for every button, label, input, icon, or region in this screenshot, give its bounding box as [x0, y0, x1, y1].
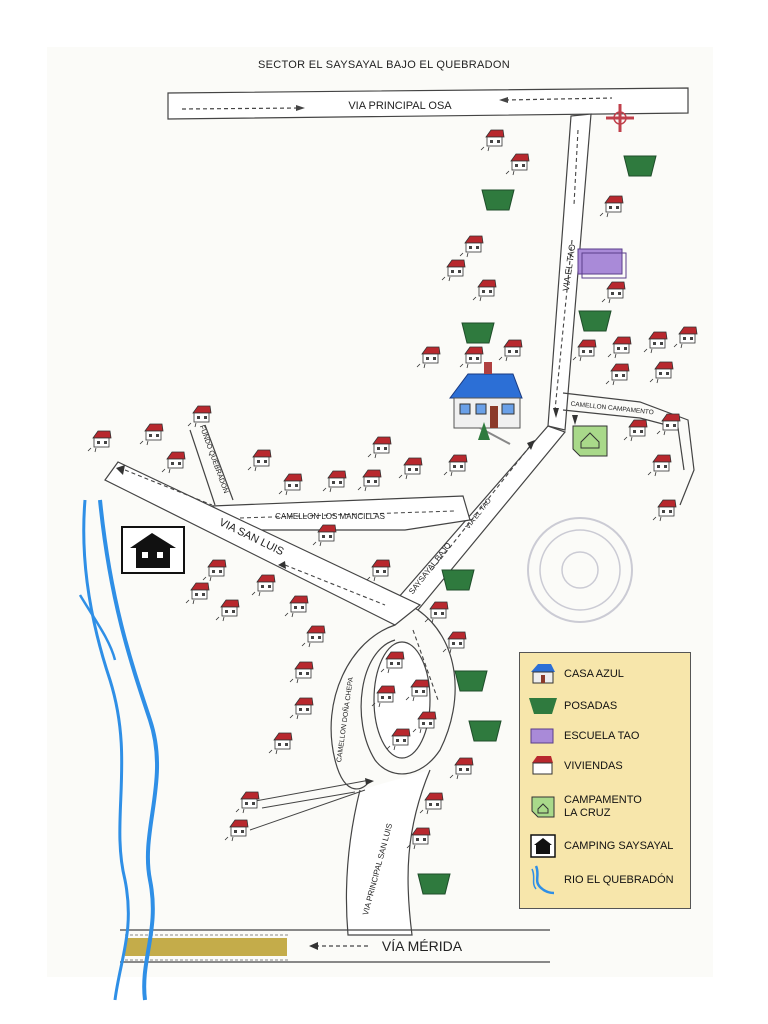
bridge: [125, 938, 287, 956]
house-icon: [498, 339, 523, 362]
legend: CASA AZUL POSADAS ESCUELA TAO VIVIENDAS …: [519, 652, 691, 909]
house-icon: [649, 361, 674, 384]
house-icon: [87, 430, 112, 453]
posada-icon: [623, 155, 657, 177]
legend-campamento-line1: CAMPAMENTO: [564, 794, 642, 806]
house-icon: [572, 339, 597, 362]
legend-camping: CAMPING SAYSAYAL: [564, 839, 674, 852]
posada-icon: [441, 569, 475, 591]
legend-row-casa-azul: CASA AZUL: [528, 659, 624, 689]
legend-row-rio: RIO EL QUEBRADÓN: [528, 865, 674, 895]
posada-icon: [481, 189, 515, 211]
legend-casa-azul: CASA AZUL: [564, 667, 624, 680]
house-icon: [623, 419, 648, 442]
campamento-icon: [572, 425, 608, 457]
river: [98, 499, 159, 1001]
legend-viviendas: VIVIENDAS: [564, 759, 623, 772]
house-icon: [247, 449, 272, 472]
posada-icon: [468, 720, 502, 742]
via-principal-osa-label: VIA PRINCIPAL OSA: [348, 100, 452, 112]
legend-rio: RIO EL QUEBRADÓN: [564, 873, 674, 886]
cross-icon: [606, 104, 634, 132]
casa-azul-icon: [449, 362, 523, 445]
fundo-quebradon-label: FUNDO QUEBRADON: [198, 424, 229, 494]
house-icon: [652, 499, 677, 522]
house-icon: [459, 235, 484, 258]
legend-row-viviendas: VIVIENDAS: [528, 751, 623, 781]
house-icon: [505, 153, 530, 176]
legend-row-camping: CAMPING SAYSAYAL: [528, 831, 673, 861]
house-icon: [656, 413, 681, 436]
house-icon: [215, 599, 240, 622]
house-icon: [605, 363, 630, 386]
house-icon: [278, 473, 303, 496]
house-icon: [161, 451, 186, 474]
house-icon: [442, 631, 467, 654]
legend-row-posadas: POSADAS: [528, 691, 617, 721]
house-icon: [416, 346, 441, 369]
house-icon: [673, 326, 698, 349]
house-icon: [322, 470, 347, 493]
house-icon: [647, 454, 672, 477]
via-principal-osa: [167, 87, 689, 120]
via-san-luis: [104, 461, 422, 626]
posada-icon: [461, 322, 495, 344]
house-icon: [398, 457, 423, 480]
house-icon: [202, 559, 227, 582]
stamp: [527, 517, 633, 623]
legend-campamento-line2: LA CRUZ: [564, 807, 611, 819]
escuela-tao-icon: [577, 248, 627, 279]
via-principal-san-luis: [345, 769, 431, 936]
house-icon: [224, 819, 249, 842]
house-icon: [366, 559, 391, 582]
house-icon: [601, 281, 626, 304]
house-icon: [235, 791, 260, 814]
house-icon: [599, 195, 624, 218]
house-icon: [419, 792, 444, 815]
map-title: SECTOR EL SAYSAYAL BAJO EL QUEBRADON: [257, 59, 511, 71]
legend-posadas: POSADAS: [564, 699, 618, 712]
legend-escuela: ESCUELA TAO: [564, 729, 640, 742]
house-icon: [607, 336, 632, 359]
camping-cabin-icon: [121, 526, 185, 574]
cabin-icon: [528, 833, 558, 859]
house-icon: [528, 753, 558, 779]
school-icon: [528, 723, 558, 749]
posada-icon: [454, 670, 488, 692]
legend-row-campamento: CAMPAMENTO LA CRUZ: [528, 787, 642, 827]
house-icon: [449, 757, 474, 780]
house-icon: [289, 697, 314, 720]
house-icon: [139, 423, 164, 446]
via-merida-label: VÍA MÉRIDA: [382, 938, 463, 954]
house-icon: [187, 405, 212, 428]
posada-icon: [578, 310, 612, 332]
camellon-los-mancillas-label: CAMELLON LOS MANCILLAS: [275, 512, 385, 521]
legend-row-escuela: ESCUELA TAO: [528, 721, 639, 751]
inn-icon: [528, 693, 558, 719]
house-icon: [459, 346, 484, 369]
via-el-tao: [547, 113, 592, 431]
house-icon: [268, 732, 293, 755]
house-icon: [185, 582, 210, 605]
house-icon: [443, 454, 468, 477]
house-icon: [643, 331, 668, 354]
house-icon: [289, 661, 314, 684]
house-icon: [284, 595, 309, 618]
camp-icon: [528, 794, 558, 820]
house-icon: [251, 574, 276, 597]
legend-campamento: CAMPAMENTO LA CRUZ: [564, 794, 642, 820]
house-icon: [472, 279, 497, 302]
house-icon: [301, 625, 326, 648]
house-icon: [357, 469, 382, 492]
house-icon: [480, 129, 505, 152]
posada-icon: [417, 873, 451, 895]
house-icon: [424, 601, 449, 624]
river-icon: [528, 865, 558, 895]
blue-house-icon: [528, 661, 558, 687]
house-icon: [441, 259, 466, 282]
house-icon: [367, 436, 392, 459]
